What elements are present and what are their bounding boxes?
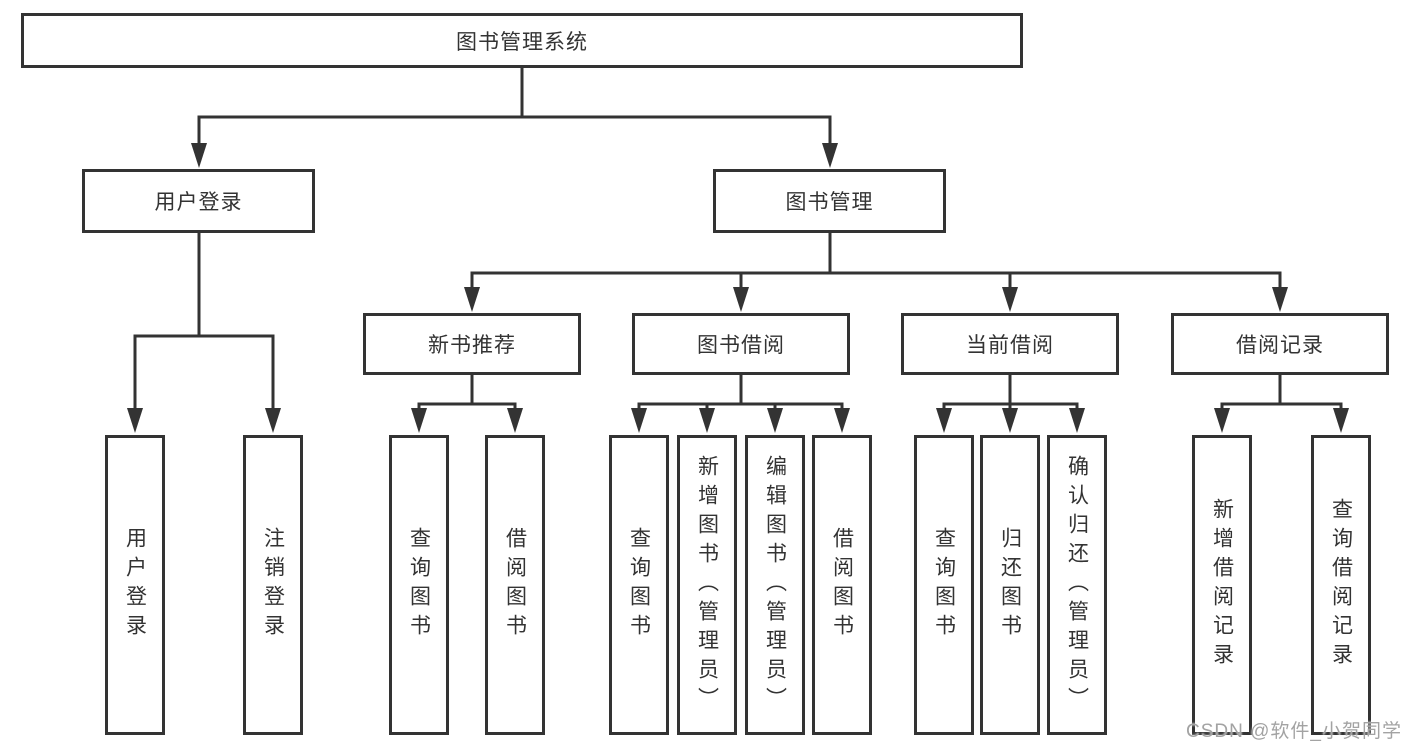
leaf-add-borrow-record: 新增借阅记录 bbox=[1192, 435, 1252, 735]
leaf-edit-book-admin: 编辑图书（管理员） bbox=[745, 435, 805, 735]
node-label: 当前借阅 bbox=[966, 334, 1054, 357]
leaf-logout: 注销登录 bbox=[243, 435, 303, 735]
node-label: 图书管理 bbox=[785, 191, 874, 214]
node-label: 查询借阅记录 bbox=[1329, 498, 1353, 672]
node-new-book-recommend: 新书推荐 bbox=[363, 313, 581, 375]
leaf-query-borrow-record: 查询借阅记录 bbox=[1311, 435, 1371, 735]
leaf-borrow-books-1: 借阅图书 bbox=[485, 435, 545, 735]
node-label: 归还图书 bbox=[998, 527, 1022, 643]
node-label: 编辑图书（管理员） bbox=[763, 454, 787, 716]
node-label: 用户登录 bbox=[154, 191, 243, 214]
node-label: 新增图书（管理员） bbox=[695, 454, 719, 716]
node-user-login: 用户登录 bbox=[82, 169, 315, 233]
leaf-query-books-1: 查询图书 bbox=[389, 435, 449, 735]
node-book-management: 图书管理 bbox=[713, 169, 946, 233]
leaf-add-book-admin: 新增图书（管理员） bbox=[677, 435, 737, 735]
node-label: 新增借阅记录 bbox=[1210, 498, 1234, 672]
node-label: 用户登录 bbox=[123, 527, 147, 643]
node-label: 注销登录 bbox=[261, 527, 285, 643]
node-label: 借阅记录 bbox=[1236, 334, 1324, 357]
node-label: 查询图书 bbox=[932, 527, 956, 643]
node-label: 新书推荐 bbox=[428, 334, 516, 357]
leaf-return-book: 归还图书 bbox=[980, 435, 1040, 735]
node-borrow-records: 借阅记录 bbox=[1171, 313, 1389, 375]
leaf-query-books-2: 查询图书 bbox=[609, 435, 669, 735]
leaf-query-books-3: 查询图书 bbox=[914, 435, 974, 735]
node-label: 查询图书 bbox=[407, 527, 431, 643]
node-book-borrow: 图书借阅 bbox=[632, 313, 850, 375]
csdn-watermark: CSDN @软件_小贺同学 bbox=[1186, 721, 1402, 742]
node-current-borrow: 当前借阅 bbox=[901, 313, 1119, 375]
node-label: 确认归还（管理员） bbox=[1065, 454, 1089, 716]
node-label: 查询图书 bbox=[627, 527, 651, 643]
leaf-confirm-return-admin: 确认归还（管理员） bbox=[1047, 435, 1107, 735]
node-label: 借阅图书 bbox=[830, 527, 854, 643]
node-label: 图书借阅 bbox=[697, 334, 785, 357]
node-label: 图书管理系统 bbox=[456, 30, 588, 54]
leaf-user-login: 用户登录 bbox=[105, 435, 165, 735]
arrowheads bbox=[127, 143, 1349, 433]
node-library-management-system: 图书管理系统 bbox=[21, 13, 1023, 68]
leaf-borrow-books-2: 借阅图书 bbox=[812, 435, 872, 735]
node-label: 借阅图书 bbox=[503, 527, 527, 643]
